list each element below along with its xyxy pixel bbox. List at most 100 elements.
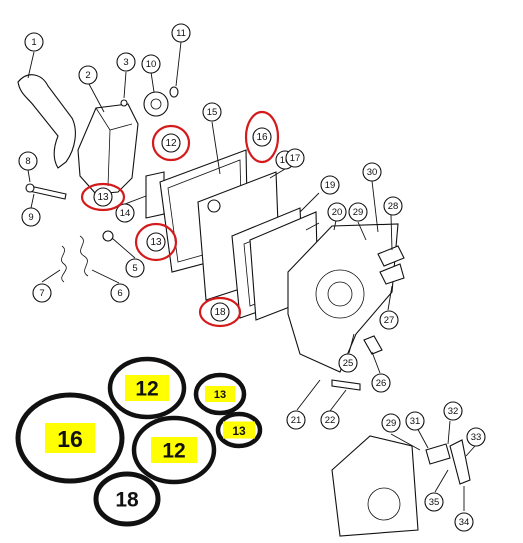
o-ring-shape bbox=[93, 471, 161, 527]
callout-circle bbox=[18, 151, 38, 171]
o-ring-label-background bbox=[45, 423, 95, 453]
callout-circle bbox=[371, 373, 391, 393]
o-ring-size-label: 13 bbox=[214, 389, 226, 401]
highlight-12: 12 bbox=[151, 124, 191, 162]
callout-number: 20 bbox=[332, 207, 343, 218]
callout-circle bbox=[252, 127, 272, 147]
o-ring-12: 12 bbox=[107, 356, 187, 420]
callout-circle bbox=[424, 492, 444, 512]
callout-number: 17 bbox=[290, 153, 301, 164]
callout-7: 7 bbox=[32, 283, 52, 303]
callout-25: 25 bbox=[338, 353, 358, 373]
callout-number: 31 bbox=[410, 416, 421, 427]
callout-circle bbox=[141, 54, 161, 74]
part-20-body bbox=[287, 223, 399, 373]
callout-30: 30 bbox=[362, 162, 382, 182]
callout-number: 5 bbox=[132, 263, 137, 274]
callout-circle bbox=[21, 207, 41, 227]
o-ring-size-label: 12 bbox=[162, 440, 185, 463]
callout-circle bbox=[125, 258, 145, 278]
leader-lines bbox=[27, 41, 476, 511]
callout-number: 13 bbox=[97, 192, 109, 203]
o-ring-shape bbox=[193, 372, 247, 416]
callout-circle bbox=[171, 23, 191, 43]
callout-11: 11 bbox=[171, 23, 191, 43]
red-highlight-oval bbox=[80, 182, 126, 212]
highlight-13: 13 bbox=[134, 222, 178, 262]
callout-circle bbox=[24, 32, 44, 52]
callout-circle bbox=[405, 411, 425, 431]
highlight-18: 18 bbox=[198, 296, 242, 328]
callout-circle bbox=[362, 162, 382, 182]
callout-1: 1 bbox=[24, 32, 44, 52]
callout-19: 19 bbox=[320, 175, 340, 195]
callout-number: 27 bbox=[384, 315, 395, 326]
callout-circle bbox=[210, 302, 230, 322]
o-ring-shape bbox=[131, 415, 217, 485]
highlighted-callouts: 12 13 13 16 18 bbox=[80, 110, 280, 328]
callout-8: 8 bbox=[18, 151, 38, 171]
callout-circle bbox=[443, 401, 463, 421]
callout-number: 2 bbox=[85, 70, 90, 81]
o-ring-13: 13 bbox=[193, 372, 247, 416]
callout-number: 10 bbox=[146, 59, 157, 70]
callout-circle bbox=[146, 232, 166, 252]
part-10-gear bbox=[143, 91, 169, 117]
callout-circle bbox=[379, 310, 399, 330]
callout-26: 26 bbox=[371, 373, 391, 393]
callout-number: 22 bbox=[325, 415, 336, 426]
callout-number: 16 bbox=[280, 155, 291, 166]
callout-circle bbox=[78, 65, 98, 85]
callout-number: 34 bbox=[459, 517, 470, 528]
o-ring-shape bbox=[107, 356, 187, 420]
callout-32: 32 bbox=[443, 401, 463, 421]
callout-34: 34 bbox=[454, 512, 474, 532]
o-ring-16: 16 bbox=[15, 392, 125, 484]
callout-10: 10 bbox=[141, 54, 161, 74]
callout-circle bbox=[348, 202, 368, 222]
callout-21: 21 bbox=[286, 410, 306, 430]
callout-29: 29 bbox=[348, 202, 368, 222]
callout-circle bbox=[320, 175, 340, 195]
o-ring-label-background bbox=[223, 421, 255, 439]
o-ring-shape bbox=[215, 411, 263, 449]
callout-circle bbox=[320, 410, 340, 430]
o-ring-label-background bbox=[125, 375, 169, 401]
callout-5: 5 bbox=[125, 258, 145, 278]
callout-number: 12 bbox=[165, 138, 177, 149]
part-8-bolt bbox=[28, 185, 67, 200]
red-highlight-oval bbox=[198, 296, 242, 328]
o-ring-size-label: 18 bbox=[115, 489, 139, 512]
callout-28: 28 bbox=[383, 196, 403, 216]
callout-number: 14 bbox=[120, 208, 131, 219]
callout-2: 2 bbox=[78, 65, 98, 85]
callout-number: 33 bbox=[471, 432, 482, 443]
callout-number: 30 bbox=[367, 167, 378, 178]
callout-circle bbox=[286, 410, 306, 430]
callout-circle bbox=[327, 202, 347, 222]
callout-17: 17 bbox=[285, 148, 305, 168]
callout-number: 29 bbox=[386, 418, 397, 429]
callout-circle bbox=[466, 427, 486, 447]
red-highlight-oval bbox=[134, 222, 178, 262]
o-ring-18: 18 bbox=[93, 471, 161, 527]
o-ring-shape bbox=[15, 392, 125, 484]
callout-14: 14 bbox=[115, 203, 135, 223]
callout-22: 22 bbox=[320, 410, 340, 430]
callout-27: 27 bbox=[379, 310, 399, 330]
o-ring-13: 13 bbox=[215, 411, 263, 449]
o-ring-label-background bbox=[205, 386, 235, 402]
part-1-tube bbox=[17, 74, 76, 169]
callout-number: 13 bbox=[150, 237, 162, 248]
callout-number: 21 bbox=[291, 415, 302, 426]
callout-circle bbox=[338, 353, 358, 373]
callout-number: 16 bbox=[256, 132, 268, 143]
lower-right-assembly bbox=[331, 435, 419, 537]
o-ring-12: 12 bbox=[131, 415, 217, 485]
callout-circle bbox=[381, 413, 401, 433]
callout-number: 32 bbox=[448, 406, 459, 417]
